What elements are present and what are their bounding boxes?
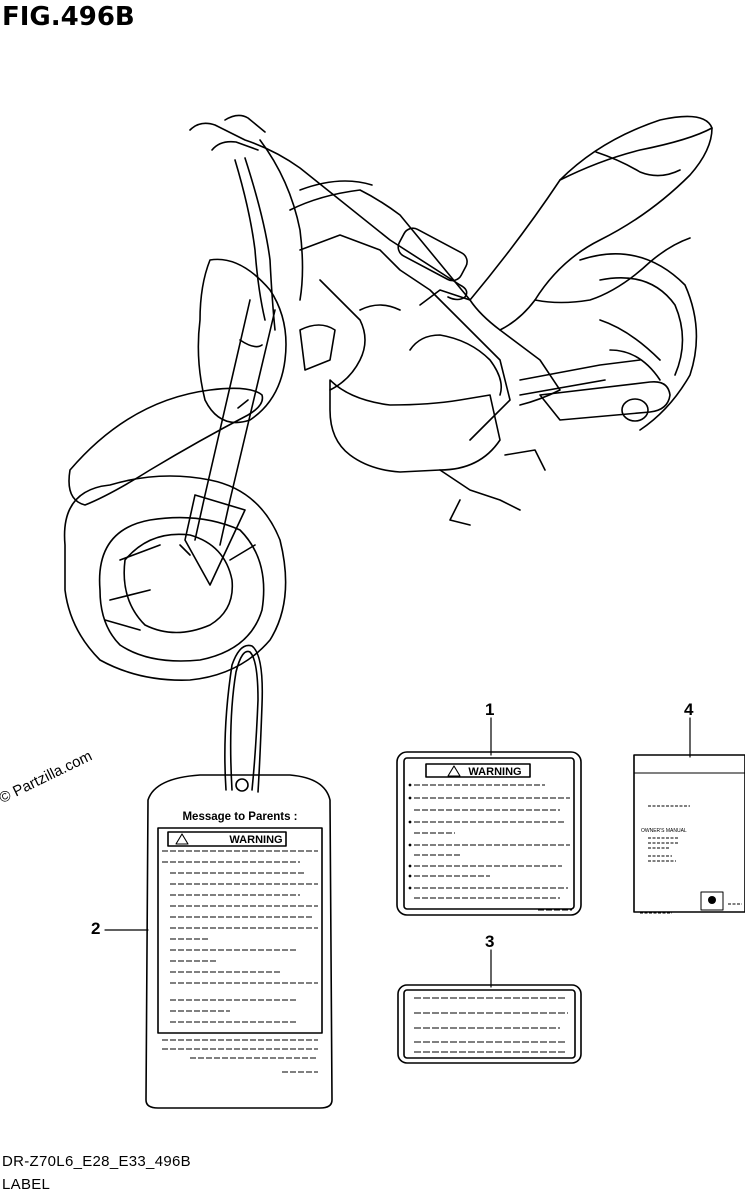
manual-title-text: OWNER'S MANUAL: [641, 828, 687, 834]
info-label: [397, 984, 582, 1064]
warning-bullets: [408, 783, 412, 890]
motorcycle-illustration: [63, 114, 713, 681]
figure-caption: LABEL: [2, 1176, 51, 1193]
callout-2: 2: [91, 919, 101, 938]
callout-leaders: [104, 717, 691, 988]
callout-1: 1: [485, 700, 495, 719]
info-text-lines: [414, 997, 568, 1053]
tag-heading: Message to Parents :: [182, 811, 297, 823]
manual-text-lines: [640, 805, 742, 914]
tag-label: [145, 644, 333, 1109]
tag-text-lines: [162, 850, 318, 1073]
warning-text-lines: [414, 784, 572, 911]
tag-warning-text: WARNING: [229, 834, 282, 846]
label-warning-text: WARNING: [468, 766, 521, 778]
warning-label: [396, 751, 582, 916]
figure-title: FIG.496B: [2, 2, 135, 32]
callout-4: 4: [684, 700, 694, 719]
callout-3: 3: [485, 932, 495, 951]
model-code: DR-Z70L6_E28_E33_496B: [2, 1153, 191, 1170]
